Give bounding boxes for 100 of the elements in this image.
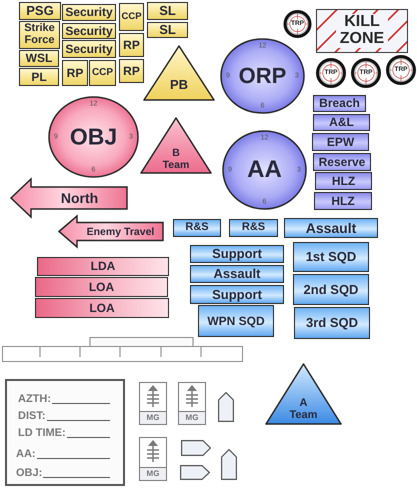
label-card [293, 242, 369, 272]
card-label: RP [123, 38, 140, 52]
kill-zone-card [316, 9, 408, 53]
field-label: OBJ: [16, 468, 42, 479]
marker-label: B Team [162, 148, 190, 172]
card-label: CCP [121, 12, 142, 22]
label-card [147, 22, 188, 38]
target-marker [283, 10, 312, 38]
card-label: R&S [242, 222, 266, 234]
label-card [62, 23, 116, 39]
label-card [147, 2, 188, 20]
dial-label: ORP [238, 65, 286, 87]
card-label: RP [123, 64, 140, 78]
card-label: PSG [26, 4, 54, 18]
zone-label: KILL ZONE [336, 14, 388, 48]
target-marker [316, 58, 346, 88]
label-card [312, 133, 369, 151]
triangle-marker [143, 45, 215, 101]
card-label: Security [65, 6, 113, 19]
card-label: SL [159, 4, 176, 18]
label-card [19, 50, 59, 67]
card-label: Breach [319, 97, 360, 110]
weapon-label: MG [179, 411, 205, 424]
label-card [313, 95, 366, 112]
weapon-symbol-card [178, 382, 206, 425]
card-label: WSL [26, 52, 52, 65]
card-label: A&L [329, 116, 354, 129]
label-card [284, 218, 378, 238]
card-label: CCP [92, 68, 114, 78]
card-label: Reserve [318, 156, 366, 168]
card-label: Support [212, 288, 262, 302]
weapon-symbol-card [139, 382, 167, 425]
label-card [119, 3, 144, 31]
marker-label: A Team [288, 397, 318, 422]
label-card [35, 277, 168, 297]
label-card [294, 307, 370, 339]
card-label: Security [65, 24, 113, 38]
sign-label: North [60, 191, 98, 205]
card-label: PL [31, 70, 47, 84]
direction-sign [58, 215, 164, 248]
field-label: AZTH: [18, 394, 51, 405]
sign-label: Enemy Travel [86, 226, 154, 237]
card-label: EPW [326, 136, 354, 148]
target-marker [386, 55, 416, 85]
label-card [119, 59, 144, 83]
clock-dial [222, 130, 307, 210]
label-card [198, 305, 274, 337]
card-label: Support [212, 247, 262, 261]
pentagon-marker [181, 440, 211, 456]
card-label: LDA [90, 260, 116, 273]
weapon-label: MG [140, 411, 166, 424]
label-card [190, 285, 284, 304]
card-label: Assault [306, 220, 356, 236]
weapon-label: MG [140, 467, 166, 480]
label-card [190, 265, 284, 283]
card-label: 1st SQD [306, 250, 356, 264]
field-label: LD TIME: [18, 428, 66, 439]
card-label: HLZ [332, 174, 356, 188]
dial-label: AA [247, 158, 282, 182]
label-card [19, 2, 61, 20]
label-card [229, 219, 278, 237]
form-card [5, 379, 125, 486]
label-card [313, 153, 371, 171]
label-card [62, 4, 116, 21]
weapon-symbol-card [139, 437, 167, 481]
card-label: Security [65, 42, 113, 56]
card-label: 3rd SQD [306, 316, 358, 330]
card-label: LOA [88, 280, 114, 294]
pentagon-marker [221, 449, 237, 480]
target-marker [351, 58, 381, 88]
card-label: SL [159, 23, 176, 37]
label-card [89, 60, 116, 86]
clock-dial [48, 96, 139, 178]
card-label: LOA [89, 302, 115, 314]
card-label: R&S [185, 222, 209, 234]
card-label: WPN SQD [207, 314, 265, 328]
triangle-marker [140, 117, 212, 174]
field-label: DIST: [18, 411, 46, 422]
label-card [314, 192, 372, 210]
marker-label: PB [168, 78, 190, 92]
card-label: 2nd SQD [304, 282, 358, 296]
label-card [173, 219, 221, 237]
card-label: Strike Force [23, 23, 56, 47]
label-card [37, 257, 169, 276]
label-card [313, 114, 370, 131]
label-card [19, 68, 59, 86]
card-label: HLZ [331, 194, 355, 208]
label-card [190, 245, 284, 263]
card-label: RP [66, 66, 84, 80]
label-card [35, 298, 169, 318]
clock-dial [220, 38, 305, 114]
label-card [19, 21, 60, 49]
pentagon-marker [180, 465, 210, 480]
label-card [293, 274, 369, 305]
card-label: Assault [214, 267, 260, 281]
label-card [119, 33, 144, 57]
pentagon-marker [218, 392, 234, 422]
direction-sign [10, 178, 128, 218]
label-card [62, 40, 116, 58]
triangle-marker [265, 363, 342, 425]
